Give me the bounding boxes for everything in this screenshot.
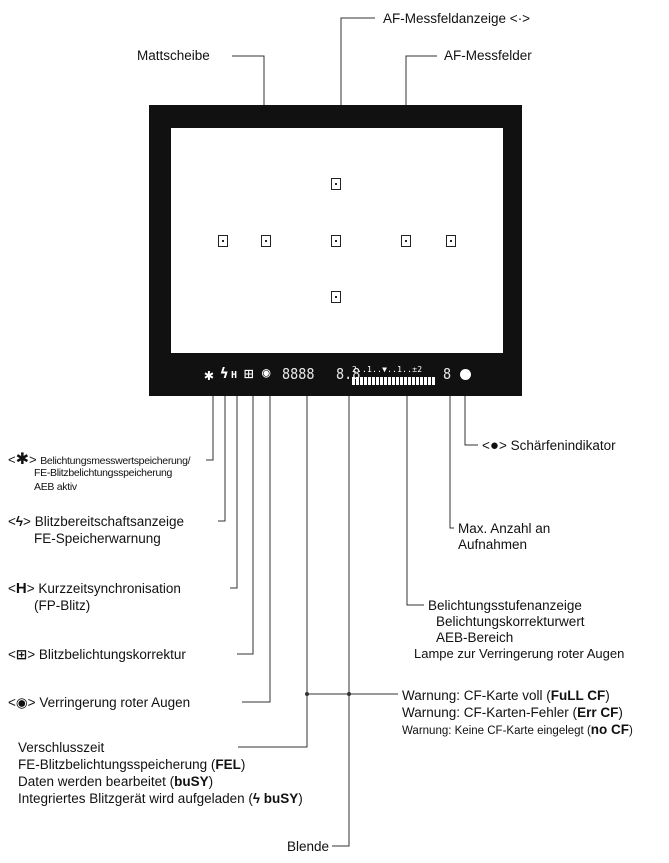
scale-bar (416, 377, 419, 385)
flash-indicator: ϟ (220, 366, 229, 382)
max-shots-display: 8 (443, 365, 452, 383)
flash-ready-label-line2: FE-Speicherwarnung (34, 531, 161, 546)
cf-error-warning: Warnung: CF-Karten-Fehler (Err CF) (402, 705, 623, 720)
af-point (401, 235, 411, 247)
red-eye-label: <◉> Verringerung roter Augen (8, 695, 191, 710)
scale-bar (352, 377, 355, 385)
scale-bar (380, 377, 383, 385)
flash-ready-label: <ϟ> Blitzbereitschaftsanzeige (8, 514, 185, 529)
focus-dot-icon: ● (489, 437, 499, 454)
scale-bar (400, 377, 403, 385)
ae-lock-indicator: ✱ (204, 365, 214, 384)
no-cf-warning: Warnung: Keine CF-Karte eingelegt (no CF… (402, 722, 633, 737)
exposure-scale-marks: 2..1..▼..1..±2 (352, 365, 423, 374)
scale-bar (364, 377, 367, 385)
exposure-level-label-line2: Belichtungskorrekturwert (436, 614, 585, 629)
ae-lock-label: <✱> Belichtungsmesswertspeicherung/ (8, 451, 191, 468)
focus-confirm-label: <●> Schärfenindikator (482, 437, 616, 454)
scale-bar (368, 377, 371, 385)
max-shots-label-line1: Max. Anzahl an (458, 521, 551, 536)
red-eye-icon: ◉ (15, 695, 28, 710)
focus-confirmation-light (460, 369, 471, 380)
af-point (261, 235, 271, 247)
af-point (446, 235, 456, 247)
scale-bar (428, 377, 431, 385)
exposure-level-label-line4: Lampe zur Verringerung roter Augen (414, 646, 625, 661)
flash-comp-icon: ⊞ (15, 647, 28, 662)
ae-lock-label-line2: FE-Blitzbelichtungsspeicherung (34, 467, 173, 479)
max-shots-label-line2: Aufnahmen (458, 537, 528, 552)
focus-screen-label: Mattscheibe (137, 48, 210, 63)
shutter-speed-display: 8888 (282, 365, 315, 383)
aperture-label: Blende (287, 839, 330, 854)
scale-bar (420, 377, 423, 385)
scale-bar (424, 377, 427, 385)
ae-lock-label-line3: AEB aktiv (34, 481, 77, 493)
ae-lock-icon: ✱ (15, 451, 29, 468)
scale-bar (372, 377, 375, 385)
focusing-screen (171, 128, 503, 353)
scale-bar (356, 377, 359, 385)
scale-bar (384, 377, 387, 385)
scale-bar (432, 377, 435, 385)
af-display-label: AF-Messfeldanzeige <·> (383, 11, 531, 26)
af-points-label: AF-Messfelder (444, 48, 532, 63)
scale-bar (396, 377, 399, 385)
exposure-level-label-line1: Belichtungsstufenanzeige (428, 598, 582, 613)
scale-bar (376, 377, 379, 385)
flash-charging-label: Integriertes Blitzgerät wird aufgeladen … (18, 791, 303, 806)
scale-bar (360, 377, 363, 385)
busy-label: Daten werden bearbeitet (buSY) (18, 774, 214, 789)
flash-icon: ϟ (15, 514, 24, 529)
scale-bar (412, 377, 415, 385)
scale-bar (404, 377, 407, 385)
red-eye-indicator: ◉ (262, 365, 271, 381)
shutter-speed-label: Verschlusszeit (18, 740, 105, 755)
high-speed-icon: H (15, 580, 27, 597)
high-speed-label-line2: (FP-Blitz) (34, 598, 91, 613)
exposure-level-label-line3: AEB-Bereich (436, 630, 514, 645)
flash-comp-indicator: ⊞ (244, 364, 254, 383)
flash-comp-label: <⊞> Blitzbelichtungskorrektur (8, 647, 186, 662)
af-point (218, 235, 228, 247)
exposure-level-scale: 2..1..▼..1..±2 (352, 365, 438, 385)
scale-bar (408, 377, 411, 385)
af-point (331, 235, 341, 247)
fel-label: FE-Blitzbelichtungsspeicherung (FEL) (18, 757, 246, 772)
scale-bar (388, 377, 391, 385)
cf-full-warning: Warnung: CF-Karte voll (FuLL CF) (402, 688, 610, 703)
scale-bar (392, 377, 395, 385)
high-speed-label: <H> Kurzzeitsynchronisation (8, 580, 181, 597)
high-speed-indicator: H (231, 370, 238, 381)
af-point (331, 291, 341, 303)
af-point (331, 178, 341, 190)
